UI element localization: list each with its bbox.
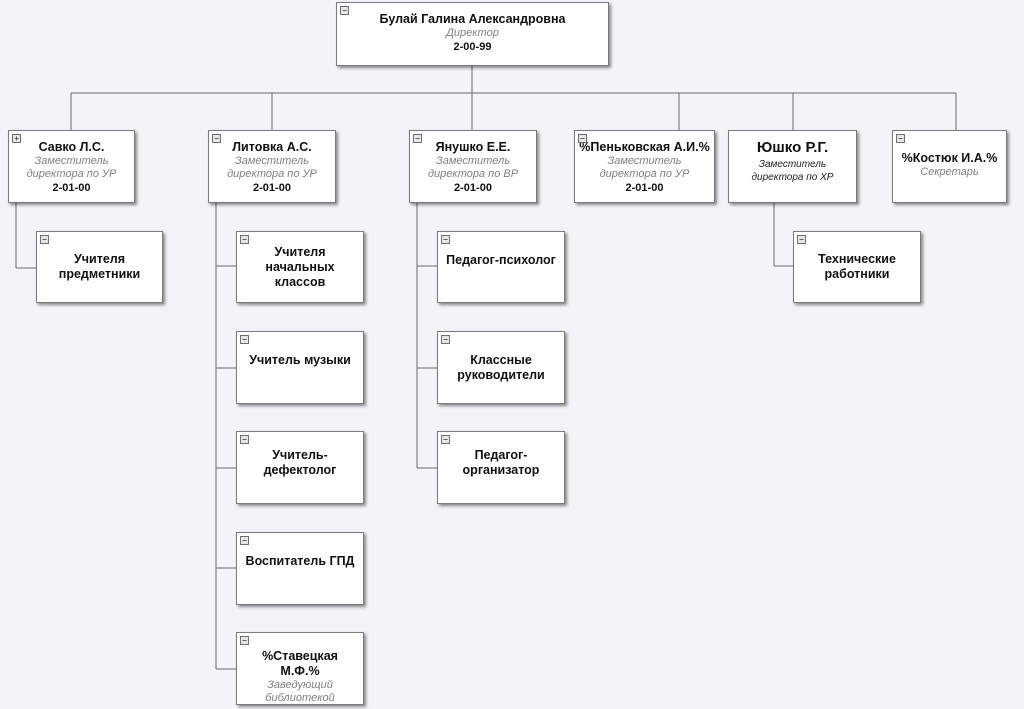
deputy-title: Заместитель директора по ВР <box>427 155 519 180</box>
deputy-node-penkovskaya[interactable]: − %Пеньковская А.И.% Заместитель директо… <box>574 130 715 203</box>
expand-toggle-icon[interactable]: + <box>12 134 21 143</box>
unit-label: Классные руководители <box>457 352 545 382</box>
director-title: Директор <box>446 27 499 39</box>
collapse-toggle-icon[interactable]: − <box>441 335 450 344</box>
deputy-phone: 2-01-00 <box>253 182 291 194</box>
collapse-toggle-icon[interactable]: − <box>240 435 249 444</box>
collapse-toggle-icon[interactable]: − <box>212 134 221 143</box>
unit-node-organizer[interactable]: − Педагог-организатор <box>437 431 565 504</box>
collapse-toggle-icon[interactable]: − <box>441 435 450 444</box>
unit-node-class-teachers[interactable]: − Классные руководители <box>437 331 565 404</box>
deputy-name: Савко Л.С. <box>38 140 105 154</box>
unit-label: Педагог-организатор <box>462 447 540 477</box>
deputy-phone: 2-01-00 <box>625 182 664 194</box>
deputy-name: Литовка А.С. <box>232 140 312 154</box>
collapse-toggle-icon[interactable]: − <box>340 6 349 15</box>
unit-label: Технические работники <box>818 252 896 281</box>
collapse-toggle-icon[interactable]: − <box>240 536 249 545</box>
deputy-title: Секретарь <box>920 166 979 178</box>
unit-node-music-teacher[interactable]: − Учитель музыки <box>236 331 364 404</box>
deputy-node-yanushko[interactable]: − Янушко Е.Е. Заместитель директора по В… <box>409 130 537 203</box>
unit-label: Педагог-психолог <box>446 252 556 267</box>
deputy-title: Заместитель директора по УР <box>599 155 690 180</box>
deputy-name: Янушко Е.Е. <box>435 140 511 154</box>
collapse-toggle-icon[interactable]: − <box>896 134 905 143</box>
collapse-toggle-icon[interactable]: − <box>797 235 806 244</box>
collapse-toggle-icon[interactable]: − <box>441 235 450 244</box>
deputy-phone: 2-01-00 <box>52 182 91 194</box>
collapse-toggle-icon[interactable]: − <box>240 636 249 645</box>
collapse-toggle-icon[interactable]: − <box>413 134 422 143</box>
deputy-node-yushko[interactable]: Юшко Р.Г. Заместитель директора по ХР <box>728 130 857 203</box>
unit-node-gpd-educator[interactable]: − Воспитатель ГПД <box>236 532 364 605</box>
deputy-phone: 2-01-00 <box>454 182 492 194</box>
deputy-node-litovka[interactable]: − Литовка А.С. Заместитель директора по … <box>208 130 336 203</box>
unit-label: Воспитатель ГПД <box>245 554 355 568</box>
deputy-title: Заместитель директора по УР <box>227 155 317 180</box>
unit-label: %Ставецкая М.Ф.% <box>262 649 338 678</box>
deputy-node-kostyuk[interactable]: − %Костюк И.А.% Секретарь <box>892 130 1007 203</box>
unit-node-librarian[interactable]: − %Ставецкая М.Ф.% Заведующий библиотеко… <box>236 632 364 705</box>
collapse-toggle-icon[interactable]: − <box>240 335 249 344</box>
unit-label: Учитель-дефектолог <box>263 447 337 477</box>
deputy-title: Заместитель директора по УР <box>26 155 117 180</box>
unit-label: Учитель музыки <box>249 353 351 367</box>
collapse-toggle-icon[interactable]: − <box>40 235 49 244</box>
unit-node-subject-teachers[interactable]: − Учителя предметники <box>36 231 163 303</box>
director-node[interactable]: − Булай Галина Александровна Директор 2-… <box>336 2 609 66</box>
unit-node-technical-staff[interactable]: − Технические работники <box>793 231 921 303</box>
unit-node-defectologist[interactable]: − Учитель-дефектолог <box>236 431 364 504</box>
deputy-name: %Пеньковская А.И.% <box>579 140 710 154</box>
collapse-toggle-icon[interactable]: − <box>578 134 587 143</box>
unit-node-psychologist[interactable]: − Педагог-психолог <box>437 231 565 303</box>
deputy-title: Заместитель директора по ХР <box>751 159 834 183</box>
deputy-node-savko[interactable]: + Савко Л.С. Заместитель директора по УР… <box>8 130 135 203</box>
director-name: Булай Галина Александровна <box>379 12 566 26</box>
collapse-toggle-icon[interactable]: − <box>240 235 249 244</box>
unit-title: Заведующий библиотекой <box>265 679 335 704</box>
director-phone: 2-00-99 <box>453 41 492 53</box>
deputy-name: Юшко Р.Г. <box>756 139 829 156</box>
unit-label: Учителя предметники <box>58 252 141 281</box>
unit-node-primary-teachers[interactable]: − Учителя начальных классов <box>236 231 364 303</box>
unit-label: Учителя начальных классов <box>265 244 335 289</box>
deputy-name: %Костюк И.А.% <box>901 151 998 165</box>
